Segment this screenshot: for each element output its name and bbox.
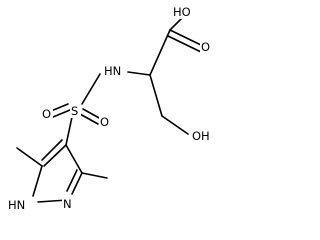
atom-label-amide-nh: HN (104, 64, 121, 78)
bond-c3-n2-2 (66, 169, 78, 192)
atom-label-carbonyl-o: O (201, 40, 210, 54)
bond-n1-c5 (32, 165, 43, 197)
molecule-canvas: HO O HN OH S O O HN N (7, 5, 212, 212)
bond-c-carbonyl-1 (169, 29, 204, 47)
bond-c4-c5-1 (43, 144, 67, 167)
atom-label-ring-n: N (63, 197, 72, 211)
bond-nh-s (81, 73, 101, 105)
atom-labels: HO O HN OH S O O HN N (7, 5, 212, 212)
bond-cooh-calpha (149, 29, 171, 76)
atom-label-hydroxyl-oh: OH (192, 129, 210, 143)
bond-c4-c3 (65, 144, 83, 174)
structure-diagram: HO O HN OH S O O HN N (7, 5, 212, 212)
bond-calpha-nh (127, 71, 151, 76)
bond-lines (16, 15, 204, 203)
bond-s-o-right-2 (82, 108, 102, 120)
bond-c-carbonyl-2 (167, 35, 202, 53)
atom-label-sulfur: S (71, 104, 78, 118)
bond-calpha-cbeta (149, 74, 163, 117)
bond-c4-c5-2 (41, 139, 63, 161)
atom-label-carboxyl-oh: HO (173, 5, 191, 19)
bond-c5-methyl (16, 147, 43, 167)
bond-s-o-right-1 (79, 113, 99, 125)
bond-s-o-left-1 (52, 109, 71, 118)
bond-c3-n2-1 (71, 172, 83, 195)
bond-s-c4 (65, 116, 73, 146)
atom-label-sulfonyl-o-right: O (100, 115, 109, 129)
bond-cbeta-oh (161, 115, 189, 135)
atom-label-sulfonyl-o-left: O (42, 107, 51, 121)
bond-c3-methyl (81, 172, 108, 179)
bond-s-o-left-2 (50, 103, 69, 112)
atom-label-ring-nh: HN (8, 198, 25, 212)
